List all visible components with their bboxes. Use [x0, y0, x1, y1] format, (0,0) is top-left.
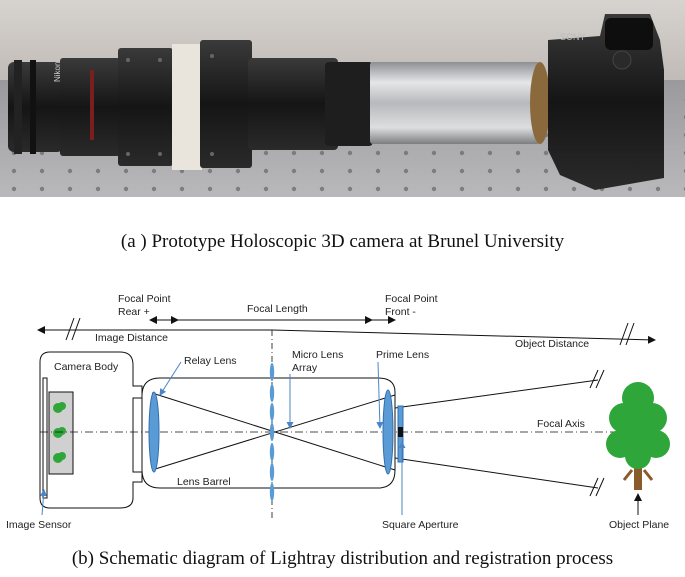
light-ray-4	[394, 457, 599, 489]
label-focal-point-front-2: Front -	[385, 306, 416, 318]
label-focal-point-front-1: Focal Point	[385, 293, 438, 305]
label-relay-lens: Relay Lens	[184, 355, 237, 367]
schematic-diagram: Focal Point Rear + Focal Length Focal Po…	[6, 293, 670, 531]
sensor-tree-thumbnails	[53, 402, 66, 463]
object-distance-arrow	[271, 329, 656, 344]
label-image-sensor: Image Sensor	[6, 519, 72, 531]
label-camera-body: Camera Body	[54, 361, 119, 373]
holder-block-right	[200, 40, 252, 168]
label-focal-point-rear-1: Focal Point	[118, 293, 171, 305]
camera-brand-text: SONY	[560, 32, 586, 42]
label-square-aperture: Square Aperture	[382, 519, 459, 531]
prime-lens	[382, 389, 394, 475]
micro-lens-array	[269, 363, 275, 501]
label-object-distance: Object Distance	[515, 338, 589, 350]
caption-b: (b) Schematic diagram of Lightray distri…	[71, 548, 614, 569]
label-prime-lens: Prime Lens	[376, 349, 429, 361]
relay-tube	[248, 58, 338, 150]
label-lens-barrel: Lens Barrel	[177, 476, 231, 488]
caption-a: (a ) Prototype Holoscopic 3D camera at B…	[120, 231, 565, 252]
label-micro-lens-2: Array	[292, 362, 318, 374]
relay-lens	[148, 391, 160, 473]
white-spacer-block	[172, 44, 202, 170]
label-image-distance: Image Distance	[95, 332, 168, 344]
camera-body-outline	[39, 351, 143, 509]
lens-barrel-outline	[141, 377, 396, 489]
label-micro-lens-1: Micro Lens	[292, 349, 343, 361]
label-focal-length: Focal Length	[247, 303, 308, 315]
silver-barrel	[370, 62, 540, 144]
image-sensor	[42, 377, 48, 499]
label-focal-axis: Focal Axis	[537, 418, 585, 430]
light-ray-3	[394, 379, 599, 409]
camera-photo: Nikon SONY	[0, 0, 685, 197]
label-object-plane: Object Plane	[609, 519, 669, 531]
label-focal-point-rear-2: Rear +	[118, 306, 150, 318]
camera-body-photo: SONY	[548, 14, 664, 190]
tree-object	[606, 382, 670, 490]
holder-block-left	[118, 48, 173, 166]
front-lens: Nikon	[8, 58, 120, 156]
lens-brand-text: Nikon	[53, 62, 62, 82]
